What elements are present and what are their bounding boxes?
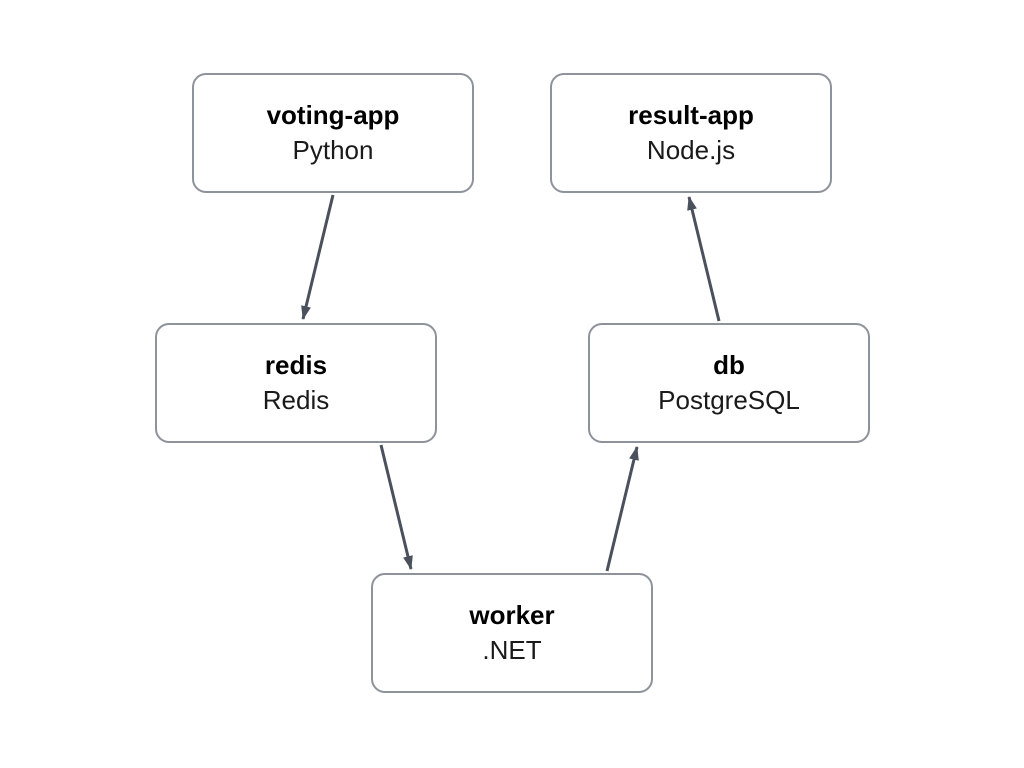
node-result-app-tech: Node.js	[646, 135, 736, 165]
edge-worker-to-db	[605, 446, 639, 572]
node-redis: redis Redis	[155, 323, 437, 443]
node-redis-tech: Redis	[262, 385, 330, 415]
node-result-app: result-app Node.js	[550, 73, 832, 193]
edge-voting-app-to-redis	[301, 194, 335, 320]
node-worker: worker .NET	[371, 573, 653, 693]
node-db: db PostgreSQL	[588, 323, 870, 443]
node-voting-app: voting-app Python	[192, 73, 474, 193]
edge-redis-to-worker	[379, 444, 413, 570]
node-result-app-name: result-app	[628, 99, 754, 130]
node-worker-tech: .NET	[482, 635, 542, 665]
edge-db-to-result-app	[687, 196, 721, 322]
node-redis-name: redis	[264, 349, 328, 380]
node-worker-name: worker	[469, 599, 555, 630]
node-voting-app-tech: Python	[292, 135, 374, 165]
node-voting-app-name: voting-app	[266, 99, 400, 130]
node-db-name: db	[713, 349, 745, 380]
node-db-tech: PostgreSQL	[658, 385, 800, 415]
